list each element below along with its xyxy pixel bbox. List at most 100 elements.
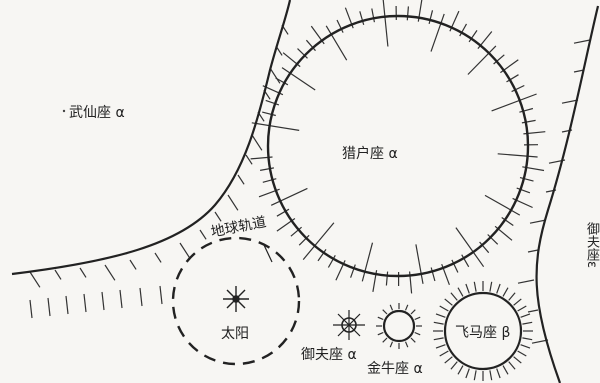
betelgeuse-tick — [519, 177, 534, 182]
antares-tick-right — [527, 309, 539, 313]
pegasus-beta-tick — [489, 370, 493, 381]
pegasus-beta-tick — [502, 365, 509, 375]
antares-marker — [62, 109, 66, 113]
antares-tick-bottom — [159, 285, 163, 305]
betelgeuse-tick — [281, 67, 316, 91]
betelgeuse-tick — [371, 8, 375, 23]
betelgeuse-tick — [467, 45, 497, 75]
earth-orbit-circle — [171, 236, 301, 366]
betelgeuse-tick — [511, 84, 525, 93]
pegasus-beta-tick — [520, 344, 531, 349]
pegasus-beta-tick — [513, 356, 522, 364]
antares-tick-bottom — [65, 295, 69, 315]
betelgeuse-circle — [266, 14, 530, 278]
betelgeuse-tick — [305, 39, 316, 52]
betelgeuse-tick — [259, 167, 275, 171]
label-betelgeuse: 猎户座 α — [342, 146, 398, 162]
pegasus-beta-tick — [435, 313, 446, 318]
antares-tick — [154, 252, 162, 263]
pegasus-beta-tick — [433, 337, 444, 341]
betelgeuse-tick — [336, 19, 344, 33]
betelgeuse-tick — [327, 255, 336, 268]
betelgeuse-tick — [251, 122, 300, 131]
pegasus-beta-tick — [522, 321, 533, 325]
antares-tick — [29, 271, 41, 288]
aldebaran-tick — [382, 337, 388, 343]
betelgeuse-tick — [516, 187, 531, 194]
betelgeuse-tick — [521, 119, 536, 124]
antares-outline-right — [535, 5, 600, 383]
betelgeuse-tick — [428, 10, 434, 25]
aldebaran-tick — [410, 309, 416, 315]
betelgeuse-tick — [455, 227, 485, 268]
antares-tick-bottom — [101, 291, 105, 311]
antares-tick — [269, 67, 281, 84]
pegasus-beta-tick — [517, 350, 527, 357]
betelgeuse-tick — [451, 259, 459, 273]
betelgeuse-tick — [501, 217, 514, 226]
betelgeuse-tick — [468, 30, 478, 43]
antares-tick — [104, 264, 116, 281]
antares-tick — [199, 229, 207, 240]
betelgeuse-tick — [359, 11, 365, 25]
betelgeuse-tick — [382, 0, 389, 47]
pegasus-beta-tick — [513, 298, 522, 306]
pegasus-beta-tick — [450, 292, 458, 301]
pegasus-beta-tick — [517, 305, 527, 312]
betelgeuse-tick — [430, 13, 445, 52]
betelgeuse-tick — [479, 241, 490, 254]
pegasus-beta-tick — [444, 356, 453, 364]
aldebaran-tick — [410, 337, 416, 343]
antares-tick — [54, 269, 62, 280]
betelgeuse-tick — [385, 271, 389, 286]
betelgeuse-tick — [506, 74, 519, 83]
betelgeuse-tick — [361, 242, 374, 282]
antares-tick-bottom — [83, 293, 87, 313]
antares-tick-right — [573, 69, 585, 73]
antares-tick-right — [517, 279, 535, 284]
label-antares: 武仙座 α — [69, 105, 125, 121]
pegasus-beta-tick — [496, 368, 501, 379]
pegasus-beta-tick — [473, 370, 477, 381]
betelgeuse-tick — [298, 234, 310, 246]
label-epsilon-aurigae: 御夫座ε — [584, 222, 599, 269]
pegasus-beta-tick — [489, 281, 493, 292]
pegasus-beta-tick — [450, 361, 458, 370]
pegasus-beta-tick — [508, 292, 516, 301]
betelgeuse-tick — [484, 194, 521, 216]
pegasus-beta-tick — [520, 313, 531, 318]
antares-tick — [251, 134, 263, 151]
betelgeuse-tick — [461, 254, 470, 268]
betelgeuse-tick — [276, 208, 290, 217]
aldebaran-tick — [382, 309, 388, 315]
betelgeuse-tick — [487, 234, 499, 245]
betelgeuse-tick — [297, 48, 308, 59]
antares-tick — [245, 154, 253, 165]
aldebaran-tick — [377, 316, 384, 321]
capella-star — [333, 310, 365, 340]
antares-tick-bottom — [119, 289, 123, 309]
betelgeuse-tick — [350, 264, 356, 278]
aldebaran-tick — [389, 341, 394, 348]
betelgeuse-tick — [290, 226, 302, 237]
label-sun: 太阳 — [221, 326, 249, 342]
betelgeuse-tick — [262, 111, 276, 117]
betelgeuse-tick — [519, 107, 534, 113]
antares-tick-bottom — [47, 297, 51, 317]
earth-orbit-pointer — [263, 244, 273, 263]
pegasus-beta-tick — [465, 368, 470, 379]
antares-tick-right — [527, 249, 539, 253]
antares-tick-bottom — [29, 299, 33, 319]
betelgeuse-tick — [302, 222, 335, 260]
pegasus-beta-tick — [439, 350, 449, 357]
antares-tick — [214, 211, 222, 222]
pegasus-beta-tick — [496, 283, 501, 294]
antares-tick-bottom — [139, 287, 143, 307]
betelgeuse-tick — [497, 153, 538, 158]
betelgeuse-tick — [415, 244, 424, 284]
betelgeuse-tick — [491, 93, 537, 112]
aldebaran-tick — [404, 304, 409, 311]
aldebaran-tick — [389, 304, 394, 311]
antares-tick — [227, 194, 239, 211]
betelgeuse-tick — [265, 99, 280, 106]
